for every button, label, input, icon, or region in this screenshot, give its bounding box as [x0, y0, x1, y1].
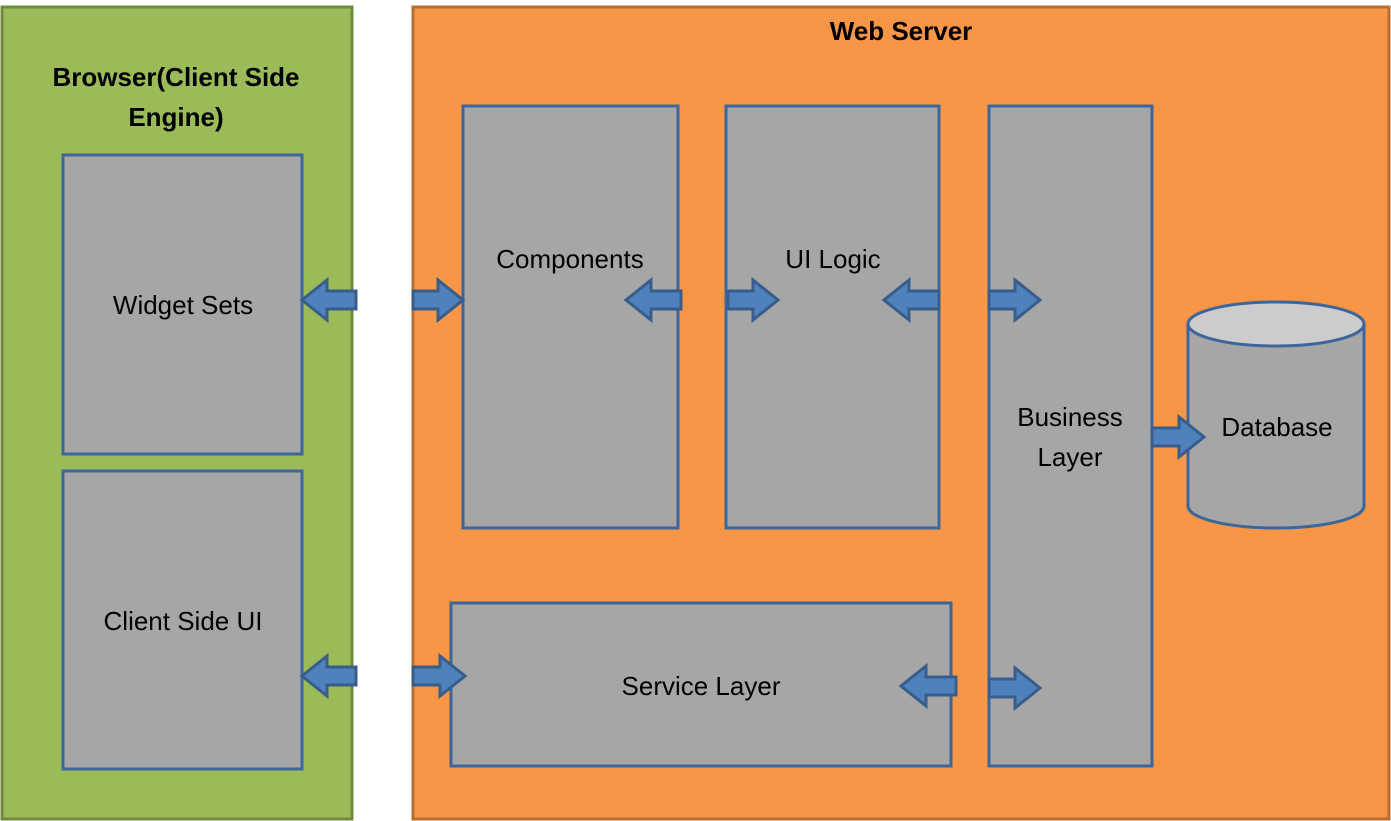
browser-title-line1: Browser(Client Side — [52, 62, 299, 92]
arrow-right-icon — [987, 276, 1043, 324]
arrow-left-icon — [299, 276, 358, 324]
arrow-right-icon — [411, 652, 468, 700]
components-box — [461, 104, 680, 530]
business-layer-label-1: Business — [1017, 402, 1123, 432]
arrow-left-icon — [898, 662, 958, 710]
widget-sets-label: Widget Sets — [113, 290, 253, 320]
components-label: Components — [496, 244, 643, 274]
service-layer-box — [449, 601, 953, 768]
arrow-right-icon — [987, 664, 1043, 712]
browser-title-line2: Engine) — [128, 102, 223, 132]
arrow-right-icon — [726, 276, 781, 324]
business-layer-box — [987, 104, 1154, 768]
arrow-left-icon — [299, 652, 358, 700]
database-label: Database — [1221, 412, 1332, 442]
client-side-ui-box — [61, 469, 304, 771]
service-layer-label: Service Layer — [622, 671, 781, 701]
widget-sets-box — [61, 153, 304, 456]
arrow-left-icon — [623, 276, 683, 324]
web-server-title: Web Server — [830, 16, 973, 46]
client-side-ui-label: Client Side UI — [104, 606, 263, 636]
arrow-right-icon — [411, 276, 466, 324]
business-layer-label-2: Layer — [1037, 442, 1102, 472]
database-cylinder — [1186, 300, 1366, 530]
arrow-left-icon — [881, 276, 941, 324]
ui-logic-label: UI Logic — [785, 244, 880, 274]
arrow-right-icon — [1150, 413, 1207, 461]
